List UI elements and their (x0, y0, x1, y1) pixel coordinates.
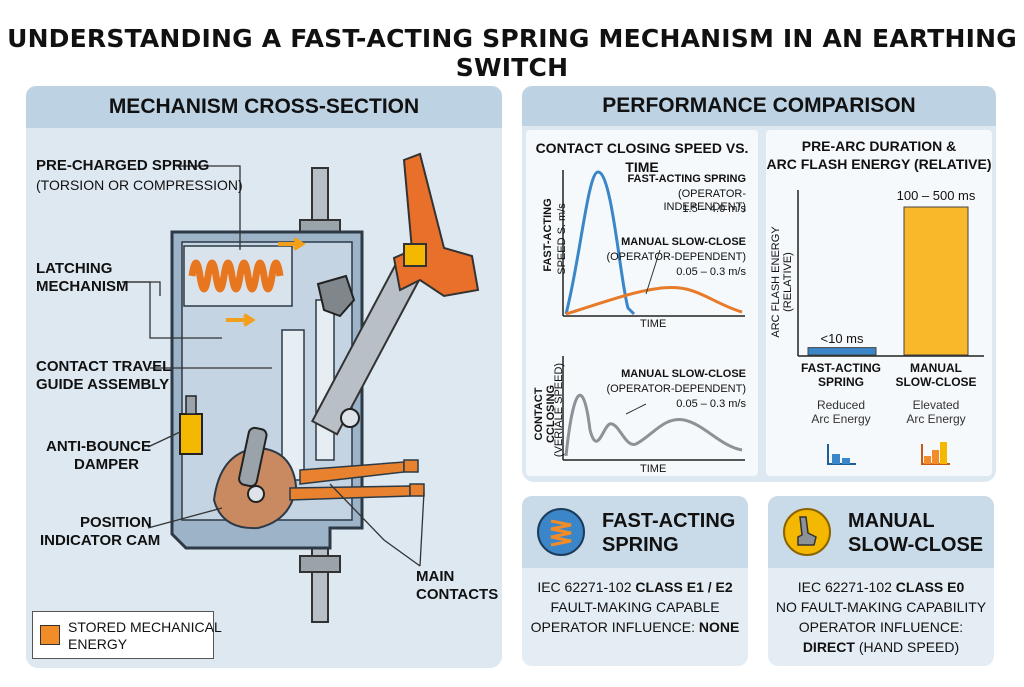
guide-label-1: CONTACT TRAVEL (36, 358, 172, 375)
manual-card-class: IEC 62271-102 CLASS E0 (797, 579, 965, 595)
arc-energy-bar-fast (807, 347, 877, 356)
energy-legend (32, 611, 214, 659)
cam-label-1: POSITION (80, 514, 152, 531)
shaft-nut-bottom (299, 555, 341, 573)
page-title: UNDERSTANDING A FAST-ACTING SPRING MECHA… (7, 24, 1017, 82)
low-energy-icon (827, 444, 856, 465)
cam-arm (238, 426, 268, 488)
bounce-xlabel: TIME (640, 463, 667, 475)
spring-label: PRE-CHARGED SPRING (36, 157, 210, 174)
high-energy-icon (921, 442, 950, 465)
spring-icon (537, 508, 585, 556)
contacts-label-2: CONTACTS (416, 586, 499, 603)
energy-legend-line2: ENERGY (68, 636, 128, 652)
arc-energy-bar-manual (903, 206, 969, 356)
energy-legend-line1: STORED MECHANICAL (68, 619, 222, 635)
manual-bounce-curve (564, 393, 743, 457)
bar-note-manual-1: Elevated (912, 398, 960, 412)
fast-card-capability: FAULT-MAKING CAPABLE (550, 599, 720, 615)
bar-note-fast-1: Reduced (816, 398, 866, 412)
fast-acting-card: FAST-ACTING SPRING IEC 62271-102 CLASS E… (522, 496, 748, 666)
cam-label-2: INDICATOR CAM (40, 532, 161, 549)
handle-grip (403, 243, 427, 267)
bar-note-manual-2: Arc Energy (906, 412, 966, 426)
cam-pivot (247, 485, 265, 503)
arm-pivot (340, 408, 360, 428)
manual-speed-curve (565, 285, 743, 316)
manual-series-note: (OPERATOR-DEPENDENT) (606, 251, 746, 263)
performance-heading: PERFORMANCE COMPARISON (522, 86, 996, 126)
manual-card-title-2: SLOW-CLOSE (848, 534, 984, 556)
fast-card-title-1: FAST-ACTING (602, 510, 736, 532)
latch-label-2: MECHANISM (36, 278, 129, 295)
speed-chart-title: CONTACT CLOSING SPEED VS. TIME (535, 140, 749, 175)
manual-card-title-1: MANUAL (848, 510, 935, 532)
manual-card-speed: DIRECT (HAND SPEED) (802, 639, 960, 655)
manual-series-range: 0.05 – 0.3 m/s (676, 266, 746, 278)
damper-label-2: DAMPER (74, 456, 140, 473)
damper-rod (185, 395, 197, 415)
latch-label-1: LATCHING (36, 260, 113, 277)
arc-title-1: PRE-ARC DURATION & (801, 138, 957, 154)
energy-arrow-icon (278, 237, 306, 251)
contact-terminal (409, 483, 425, 497)
energy-legend-swatch (40, 625, 60, 645)
latch-pawl (316, 274, 356, 318)
bounce-series-note: (OPERATOR-DEPENDENT) (606, 383, 746, 395)
fast-card-influence: OPERATOR INFLUENCE: NONE (530, 619, 740, 635)
pre-charged-spring-icon (188, 259, 284, 293)
bounce-series-range: 0.05 – 0.3 m/s (676, 398, 746, 410)
speed-xlabel: TIME (640, 318, 667, 330)
bar-note-fast-2: Arc Energy (811, 412, 871, 426)
bar-label-manual: 100 – 500 ms (896, 188, 976, 203)
bounce-series-name: MANUAL SLOW-CLOSE (621, 368, 746, 380)
contacts-label-1: MAIN (416, 568, 455, 585)
bar-name-fast-2: SPRING (817, 375, 864, 389)
arc-title-2: ARC FLASH ENERGY (RELATIVE) (766, 156, 992, 172)
spring-sublabel: (TORSION OR COMPRESSION) (36, 177, 243, 193)
energy-arrow-icon (226, 313, 256, 327)
bar-name-fast-1: FAST-ACTING (801, 361, 881, 375)
manual-card-influence: OPERATOR INFLUENCE: (798, 619, 964, 635)
contact-terminal (403, 459, 419, 473)
fast-card-title-2: SPRING (602, 534, 679, 556)
manual-series-name: MANUAL SLOW-CLOSE (621, 236, 746, 248)
cross-section-heading: MECHANISM CROSS-SECTION (26, 86, 502, 128)
fast-card-class: IEC 62271-102 CLASS E1 / E2 (537, 579, 733, 595)
damper-label-1: ANTI-BOUNCE (46, 438, 151, 455)
manual-card-capability: NO FAULT-MAKING CAPABILITY (775, 599, 987, 615)
fast-acting-speed-curve (564, 170, 636, 316)
bar-name-manual-1: MANUAL (910, 361, 962, 375)
hand-lever-icon (783, 508, 831, 556)
bar-name-manual-2: SLOW-CLOSE (895, 375, 977, 389)
fast-series-name: FAST-ACTING SPRING (627, 173, 746, 185)
bar-label-fast: <10 ms (820, 331, 864, 346)
fast-series-range: 1.5 – 4.0 m/s (682, 203, 746, 215)
manual-card: MANUAL SLOW-CLOSE IEC 62271-102 CLASS E0… (768, 496, 994, 666)
fast-series-note: (OPERATOR-INDEPENDENT) (663, 188, 746, 213)
guide-label-2: GUIDE ASSEMBLY (36, 376, 170, 393)
